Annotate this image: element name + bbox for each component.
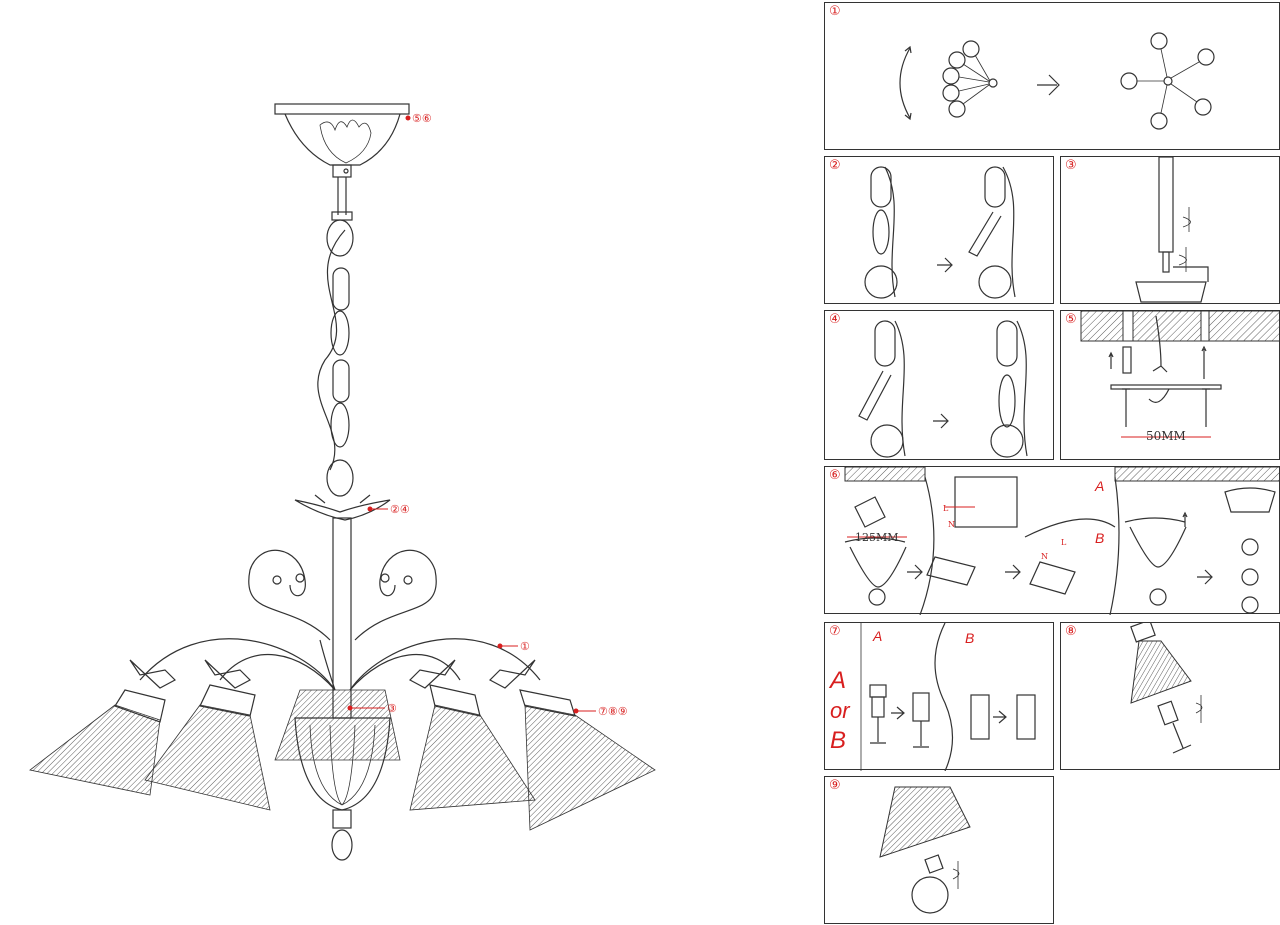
bulb-holder-diagram: A or B A B bbox=[828, 623, 1036, 771]
option-a-label: A bbox=[1094, 478, 1104, 494]
glass-shades bbox=[29, 659, 656, 861]
callout-arm: ① bbox=[497, 640, 530, 653]
step-number: ③ bbox=[1065, 158, 1077, 173]
svg-text:①: ① bbox=[520, 640, 530, 653]
callout-canopy: ⑤⑥ bbox=[405, 112, 432, 125]
bulb-install-diagram bbox=[879, 786, 971, 914]
wire-l-label-2: L bbox=[1061, 538, 1067, 547]
step-panel-5: ⑤ 50MM bbox=[1060, 310, 1280, 460]
option-b-label: B bbox=[1095, 530, 1104, 546]
wire-n-label-2: N bbox=[1041, 552, 1048, 561]
big-b-label: B bbox=[830, 727, 846, 754]
step-panel-8: ⑧ bbox=[1060, 622, 1280, 770]
step-panel-7: ⑦ A or B A B bbox=[824, 622, 1054, 771]
ceiling-mount-diagram: 50MM bbox=[1080, 311, 1280, 443]
step-number: ⑤ bbox=[1065, 312, 1077, 327]
step-number: ② bbox=[829, 158, 841, 173]
wire-l-label: L bbox=[943, 504, 949, 513]
callout-shade: ⑦⑧⑨ bbox=[573, 705, 628, 718]
callout-stem: ③ bbox=[347, 702, 397, 715]
step-panel-6: ⑥ 125MM L N N L bbox=[824, 466, 1280, 615]
distance-label: 125MM bbox=[855, 531, 899, 544]
shade-install-diagram bbox=[1130, 623, 1203, 754]
distance-label: 50MM bbox=[1146, 429, 1186, 443]
scroll-arms bbox=[248, 549, 437, 641]
rod-install-diagram bbox=[1135, 157, 1209, 303]
bobeche-cup bbox=[294, 494, 391, 521]
big-or-label: or bbox=[830, 698, 851, 723]
ceiling-canopy bbox=[274, 103, 410, 178]
option-b-label: B bbox=[965, 630, 974, 646]
callout-bobeche: ②④ bbox=[367, 503, 410, 516]
step-panel-1: ① bbox=[824, 2, 1280, 150]
wire-n-label: N bbox=[948, 520, 955, 529]
shade-far-right bbox=[489, 659, 656, 831]
shade-center bbox=[274, 689, 401, 861]
chandelier-drawing: ⑤⑥ ②④ ① ③ ⑦⑧⑨ bbox=[29, 103, 656, 861]
step-number: ④ bbox=[829, 312, 841, 327]
big-a-label: A bbox=[828, 667, 846, 694]
chain-connect-diagram bbox=[858, 320, 1028, 458]
chain-hook-diagram bbox=[864, 166, 1016, 299]
shade-left bbox=[144, 659, 271, 811]
center-stem bbox=[332, 517, 352, 719]
lamp-arms bbox=[139, 638, 541, 691]
wiring-diagram: 125MM L N N L A B bbox=[844, 467, 1280, 615]
step-panel-9: ⑨ bbox=[824, 776, 1054, 924]
step-number: ⑥ bbox=[829, 468, 841, 483]
shade-far-left bbox=[29, 659, 176, 796]
hanging-chain bbox=[317, 177, 354, 497]
svg-text:③: ③ bbox=[387, 702, 397, 715]
step-number: ① bbox=[829, 4, 841, 19]
step-panel-2: ② bbox=[824, 156, 1054, 304]
option-a-label: A bbox=[872, 628, 882, 644]
step-panel-4: ④ bbox=[824, 310, 1054, 460]
step-panel-3: ③ bbox=[1060, 156, 1280, 304]
shade-right bbox=[409, 659, 536, 811]
arms-spread-diagram bbox=[899, 32, 1215, 130]
svg-text:②④: ②④ bbox=[390, 503, 410, 516]
svg-text:⑦⑧⑨: ⑦⑧⑨ bbox=[598, 705, 628, 718]
svg-text:⑤⑥: ⑤⑥ bbox=[412, 112, 432, 125]
step-number: ⑦ bbox=[829, 624, 841, 639]
step-number: ⑧ bbox=[1065, 624, 1077, 639]
step-number: ⑨ bbox=[829, 778, 841, 793]
